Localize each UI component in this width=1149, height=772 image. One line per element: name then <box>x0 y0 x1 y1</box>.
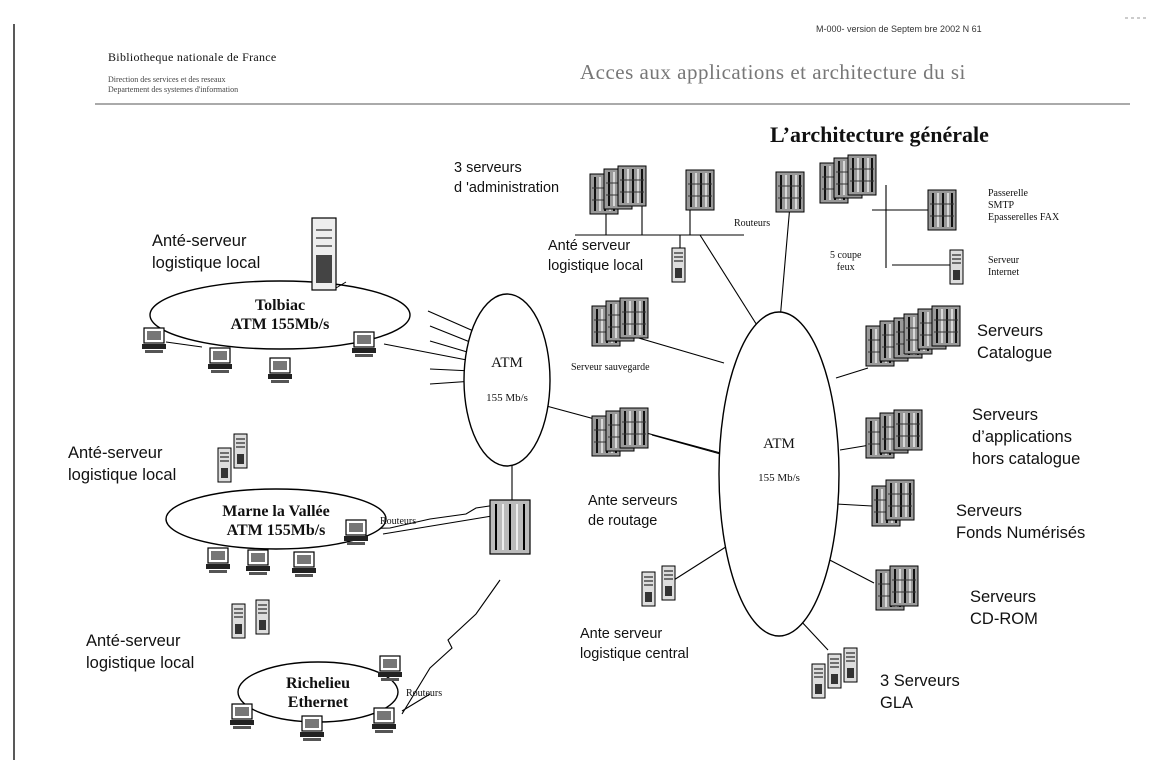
fonds-numerises-label: Serveurs Fonds Numérisés <box>956 500 1085 544</box>
atm-left-speed: 155 Mb/s <box>472 392 542 404</box>
tolbiac-pc-icon <box>352 332 376 357</box>
admin-servers-label: 3 serveurs d 'administration <box>454 158 559 198</box>
richelieu-local-server-icon <box>232 604 245 638</box>
catalogue-label: Serveurs Catalogue <box>977 320 1052 364</box>
routage-label: Ante serveurs de routage <box>588 491 677 531</box>
tolbiac-local-server-icon <box>312 218 346 290</box>
internet-label: Serveur Internet <box>988 255 1019 279</box>
atm-center-speed: 155 Mb/s <box>744 472 814 484</box>
internet-server-icon <box>950 250 963 284</box>
admin-server-icon <box>686 170 714 210</box>
ante-admin-label: Anté serveur logistique local <box>548 236 643 276</box>
marne-label: Marne la Vallée ATM 155Mb/s <box>200 502 352 540</box>
richelieu-pc-icon <box>230 704 254 729</box>
atm-center-name: ATM <box>749 436 809 453</box>
wan-router-icon <box>490 500 530 554</box>
passerelle-label: Passerelle SMTP Epasserelles FAX <box>988 188 1059 224</box>
tolbiac-cable <box>166 342 202 347</box>
sauvegarde-label: Serveur sauvegarde <box>571 362 650 374</box>
central-server-icon <box>662 566 675 600</box>
ante-central-label: Ante serveur logistique central <box>580 624 689 664</box>
ante-marne-label: Anté-serveur logistique local <box>68 442 176 486</box>
marne-pc-icon <box>246 550 270 575</box>
ante-admin-server-icon <box>672 248 685 282</box>
routeurs-richelieu-label: Routeurs <box>406 688 442 700</box>
routeurs-marne-label: Routeurs <box>380 516 416 528</box>
routeurs-top-label: Routeurs <box>734 218 770 230</box>
digitized-servers-icon <box>886 480 914 520</box>
tolbiac-pc-icon <box>142 328 166 353</box>
marne-pc-icon <box>206 548 230 573</box>
marne-local-server-icon <box>234 434 247 468</box>
richelieu-pc-icon <box>372 708 396 733</box>
admin-servers-icon <box>590 166 646 214</box>
marne-pc-icon <box>292 552 316 577</box>
cdrom-servers-icon <box>890 566 918 606</box>
atm-left-name: ATM <box>477 355 537 372</box>
gla-server-icon <box>844 648 857 682</box>
router-rack-icon <box>776 172 804 212</box>
atm-left-network <box>464 294 550 466</box>
routing-servers-icon <box>592 408 648 456</box>
passerelle-server-icon <box>928 190 956 230</box>
gla-server-icon <box>828 654 841 688</box>
central-server-icon <box>642 572 655 606</box>
applications-label: Serveurs d’applications hors catalogue <box>972 404 1080 470</box>
coupe-feux-label: 5 coupe feux <box>830 250 861 274</box>
tolbiac-pc-icon <box>208 348 232 373</box>
richelieu-label: Richelieu Ethernet <box>268 674 368 712</box>
richelieu-pc-icon <box>300 716 324 741</box>
gla-server-icon <box>812 664 825 698</box>
gla-label: 3 Serveurs GLA <box>880 670 960 714</box>
ante-tolbiac-label: Anté-serveur logistique local <box>152 230 260 274</box>
firewalls-icon <box>820 155 876 203</box>
marne-local-server-icon <box>218 448 231 482</box>
application-servers-icon <box>866 410 922 458</box>
tolbiac-pc-icon <box>268 358 292 383</box>
richelieu-local-server-icon <box>256 600 269 634</box>
tolbiac-label: Tolbiac ATM 155Mb/s <box>220 296 340 334</box>
ante-richelieu-label: Anté-serveur logistique local <box>86 630 194 674</box>
cdrom-label: Serveurs CD-ROM <box>970 586 1038 630</box>
catalogue-servers-icon <box>904 306 960 354</box>
